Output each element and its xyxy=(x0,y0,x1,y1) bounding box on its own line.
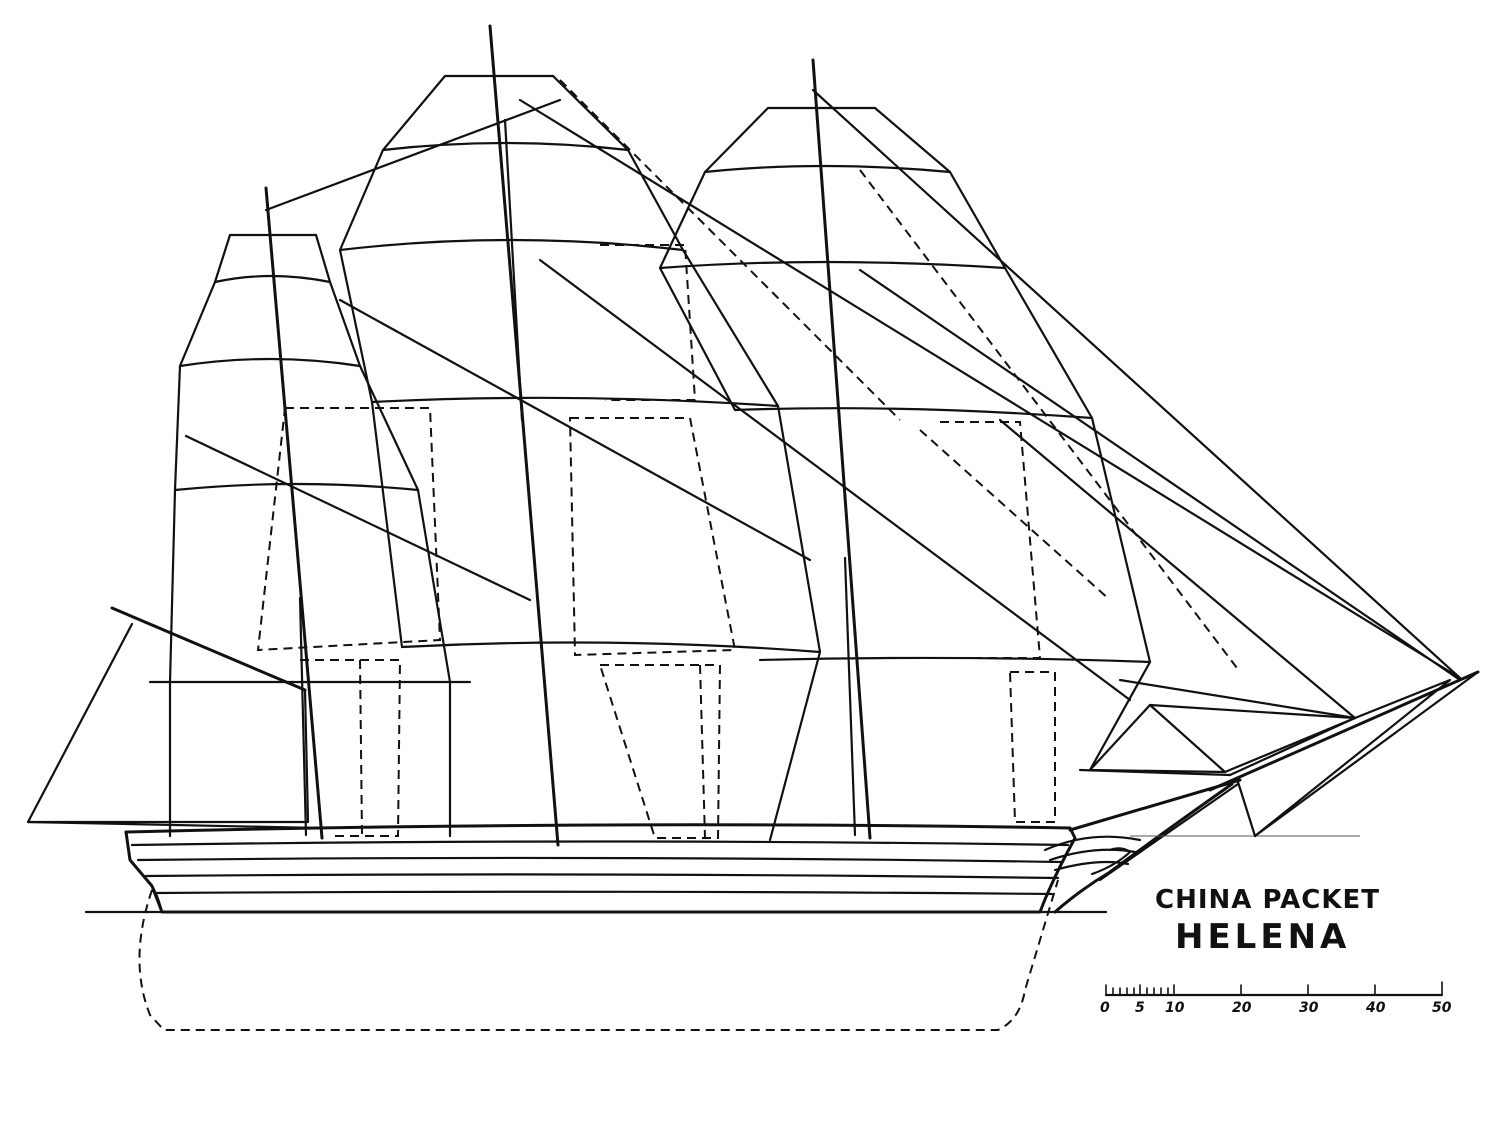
fore-yard-lower-topsail xyxy=(733,407,1094,420)
mizzen-sails xyxy=(168,233,452,838)
underwater-hull-outline xyxy=(138,879,1059,1031)
hull-sheer-line xyxy=(124,823,1072,834)
main-stay-2 xyxy=(538,258,1132,702)
scale-label-50: 50 xyxy=(1432,1000,1452,1016)
mizzen-mast-spar xyxy=(264,186,324,840)
scale-label-5: 5 xyxy=(1135,1000,1145,1016)
main-yard-course xyxy=(400,641,822,654)
scale-label-10: 10 xyxy=(1165,1000,1185,1016)
hull-wale-1 xyxy=(130,840,1070,847)
fore-staysail xyxy=(1088,703,1227,774)
fore-yard-upper-topsail xyxy=(658,260,1007,270)
main-mast xyxy=(184,24,1462,847)
hull xyxy=(124,782,1234,914)
main-brace-2 xyxy=(184,434,532,602)
hull-wale-2 xyxy=(136,856,1064,864)
jib-stay-1 xyxy=(1118,678,1357,720)
spanker-boom xyxy=(26,820,322,830)
martingale xyxy=(1236,780,1257,838)
figurehead xyxy=(1090,847,1132,876)
fore-yard-course xyxy=(758,656,1152,664)
fore-mast-spar xyxy=(811,58,872,840)
scale-label-20: 20 xyxy=(1232,1000,1252,1016)
main-dashed-sails xyxy=(568,244,737,839)
cutwater xyxy=(1053,782,1234,914)
fore-topmast-doubling xyxy=(843,556,857,837)
head-sails xyxy=(1078,678,1452,838)
main-stay-1 xyxy=(518,98,1462,680)
fore-dashed-sails xyxy=(919,421,1111,823)
drawing-title: CHINA PACKET HELENA xyxy=(1155,885,1380,957)
main-yard-lower-topsail xyxy=(370,396,780,408)
head-rail-3 xyxy=(1053,860,1130,872)
fore-stay-1 xyxy=(811,88,1462,680)
scale-ticks xyxy=(1105,981,1443,996)
mizzen-yard-topgallant xyxy=(213,274,332,284)
main-mast-spar xyxy=(488,24,560,847)
mizzen-dashed-sails xyxy=(256,407,442,837)
head-rail-1 xyxy=(1043,835,1142,852)
fore-sails xyxy=(658,106,1152,772)
scale-label-30: 30 xyxy=(1299,1000,1319,1016)
waterline-and-underwater-hull xyxy=(84,879,1108,1031)
fore-stay-3 xyxy=(998,418,1357,720)
mizzen-mast xyxy=(26,98,562,840)
fore-stay-2 xyxy=(858,268,1462,682)
mizzen-topmast-doubling xyxy=(298,596,308,837)
mizzen-stay xyxy=(264,98,562,212)
martingale-stay xyxy=(1253,670,1480,838)
main-brace-1 xyxy=(338,298,812,562)
spanker-sail xyxy=(26,606,310,824)
scale-bar: 0 5 10 20 30 40 50 xyxy=(1100,981,1452,1016)
hull-wale-3 xyxy=(144,873,1060,880)
scale-label-40: 40 xyxy=(1365,1000,1386,1016)
main-dashed-brace xyxy=(559,79,901,421)
bobstay xyxy=(1098,782,1240,882)
main-mast-doubling xyxy=(503,118,524,422)
fore-yard-topgallant xyxy=(703,164,952,174)
title-line-1: CHINA PACKET xyxy=(1155,885,1380,915)
stern-post xyxy=(150,884,164,914)
main-sails xyxy=(338,74,822,842)
mizzen-yard-crossjack xyxy=(173,482,420,492)
scale-label-0: 0 xyxy=(1100,1000,1110,1016)
spanker-gaff xyxy=(110,606,307,692)
bowsprit xyxy=(1068,670,1480,882)
jib-stay-2 xyxy=(1078,768,1232,777)
hull-wale-4 xyxy=(154,890,1054,896)
title-line-2: HELENA xyxy=(1175,917,1350,957)
jibboom-spar xyxy=(1208,670,1480,792)
fore-dashed-stay xyxy=(859,169,1241,673)
mizzen-yard-topsail xyxy=(178,357,362,368)
outer-jib xyxy=(1228,678,1452,838)
fore-mast xyxy=(658,58,1462,840)
